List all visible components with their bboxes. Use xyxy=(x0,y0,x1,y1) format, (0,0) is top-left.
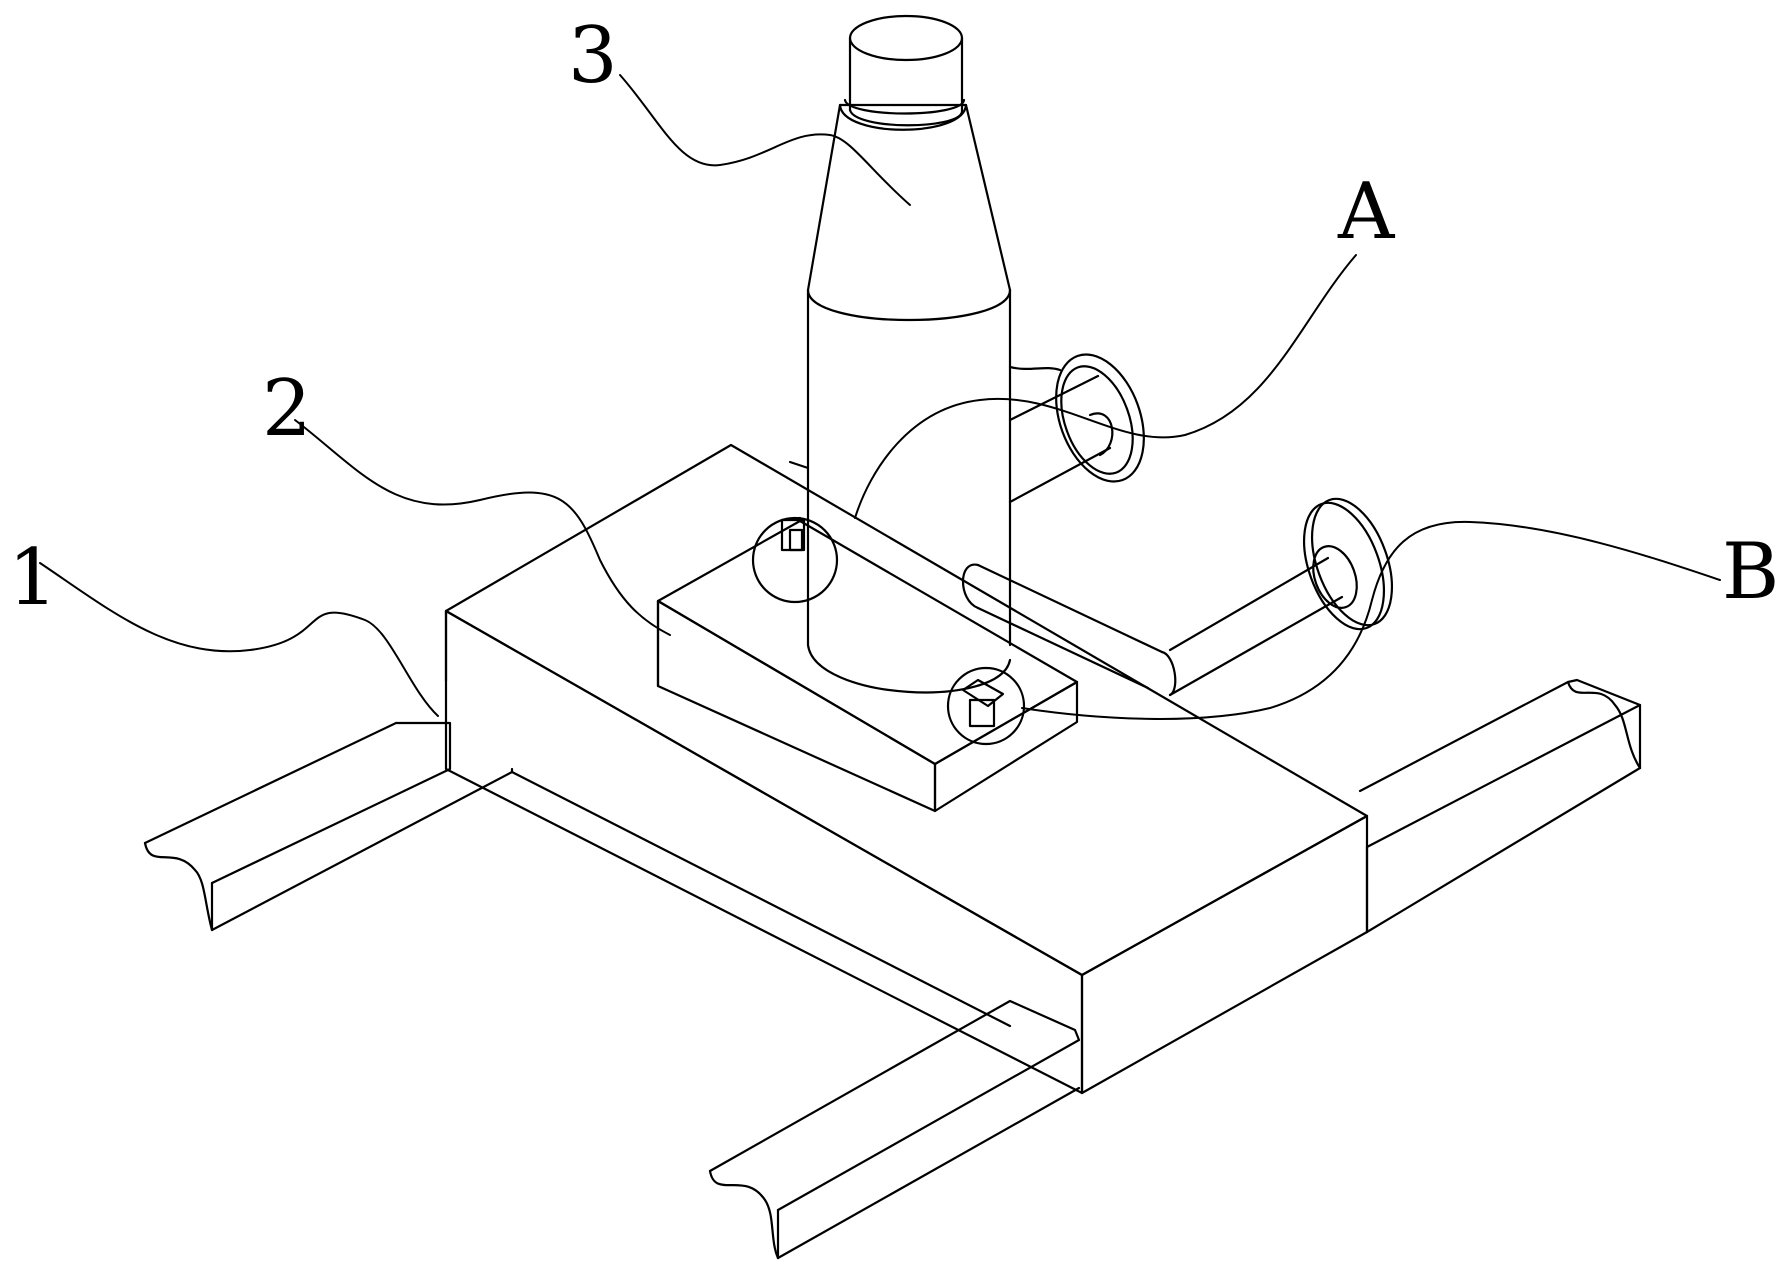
leader-1 xyxy=(40,563,438,716)
upper-handle xyxy=(790,342,1160,502)
leader-2 xyxy=(295,420,670,635)
leader-a xyxy=(855,255,1356,518)
rail-front-left xyxy=(145,723,512,930)
leader-b xyxy=(1022,522,1720,719)
label-part-2: 2 xyxy=(262,364,312,454)
label-part-1: 1 xyxy=(8,533,58,623)
rail-front-right xyxy=(710,1001,1079,1258)
slide-block xyxy=(446,445,1367,1093)
bolt-lower xyxy=(963,680,1003,726)
label-detail-a: A xyxy=(1337,167,1396,257)
label-part-3: 3 xyxy=(568,11,618,101)
leader-3 xyxy=(620,75,910,205)
column-cap xyxy=(850,16,962,125)
label-detail-b: B xyxy=(1722,527,1779,617)
bolt-upper xyxy=(782,518,804,550)
rail-back-right xyxy=(1360,680,1640,932)
column xyxy=(808,100,1010,692)
